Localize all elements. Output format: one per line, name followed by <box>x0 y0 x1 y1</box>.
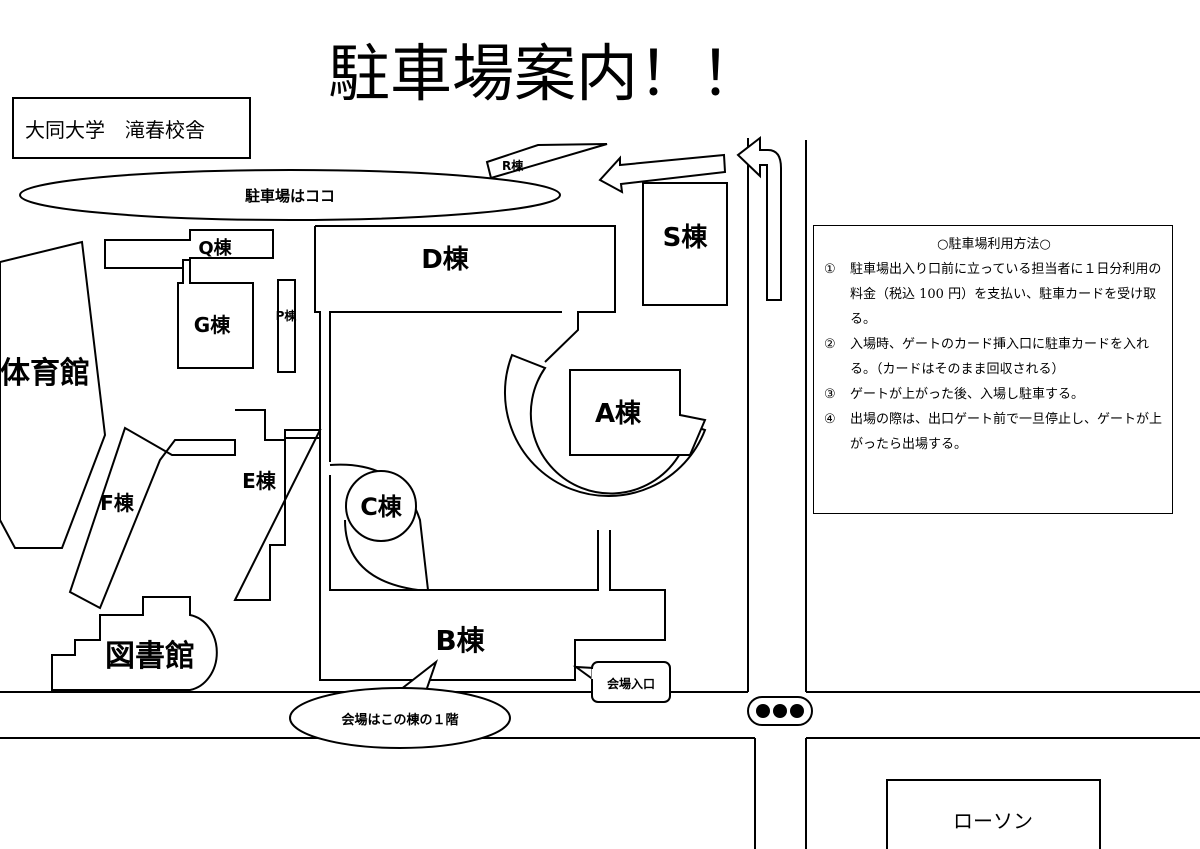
item-number: ③ <box>824 387 836 402</box>
building-s <box>642 182 728 306</box>
left-arrow-icon <box>598 153 727 194</box>
building-a-label: A棟 <box>595 399 642 429</box>
building-e <box>233 409 322 601</box>
school-name-box <box>12 97 251 159</box>
entrance-callout <box>591 661 671 703</box>
item-number: ④ <box>824 412 836 427</box>
building-r <box>485 143 608 180</box>
instruction-item: ③ ゲートが上がった後、入場し駐車する。 <box>824 382 1164 407</box>
instruction-item: ④ 出場の際は、出口ゲート前で一旦停止し、ゲートが上がったら出場する。 <box>824 407 1164 457</box>
instruction-item: ① 駐車場出入り口前に立っている担当者に１日分利用の料金（税込 100 円）を支払… <box>824 257 1164 332</box>
building-p-label: P棟 <box>276 308 298 323</box>
item-text: ゲートが上がった後、入場し駐車する。 <box>850 387 1085 402</box>
venue-callout <box>289 687 511 749</box>
building-q-label: Q棟 <box>198 237 232 259</box>
building-b-label: B棟 <box>435 624 485 657</box>
building-g-label: G棟 <box>194 313 231 337</box>
venue-callout-text: 会場はこの棟の１階 <box>341 712 458 728</box>
item-text: 駐車場出入り口前に立っている担当者に１日分利用の料金（税込 100 円）を支払い… <box>850 262 1162 327</box>
parking-area <box>19 169 561 221</box>
traffic-light-icon <box>747 696 813 726</box>
building-f-label: F棟 <box>100 491 135 515</box>
library-label: 図書館 <box>105 639 195 674</box>
instruction-item: ② 入場時、ゲートのカード挿入口に駐車カードを入れる。（カードはそのまま回収される… <box>824 332 1164 382</box>
building-f <box>68 426 236 610</box>
item-text: 入場時、ゲートのカード挿入口に駐車カードを入れる。（カードはそのまま回収される） <box>850 337 1150 377</box>
gymnasium-label: 体育館 <box>0 356 90 391</box>
building-p <box>277 279 296 373</box>
building-r-label: R棟 <box>502 158 524 173</box>
lawson-store <box>886 779 1101 849</box>
parking-label: 駐車場はココ <box>245 187 335 205</box>
instructions-title: ○駐車場利用方法○ <box>937 237 1051 252</box>
building-q <box>104 229 274 269</box>
building-c-label: C棟 <box>360 493 403 521</box>
building-c <box>345 470 417 542</box>
parking-instructions: ○駐車場利用方法○ ① 駐車場出入り口前に立っている担当者に１日分利用の料金（税込… <box>813 225 1173 514</box>
building-d-label: D棟 <box>421 245 470 275</box>
building-complex <box>314 225 666 681</box>
item-text: 出場の際は、出口ゲート前で一旦停止し、ゲートが上がったら出場する。 <box>850 412 1163 452</box>
u-turn-arrow-icon <box>736 135 782 301</box>
school-name: 大同大学 滝春校舎 <box>25 118 205 142</box>
building-s-label: S棟 <box>663 223 709 253</box>
gymnasium <box>0 240 107 549</box>
building-g <box>177 259 254 369</box>
library <box>51 596 218 691</box>
item-number: ② <box>824 337 836 352</box>
entrance-callout-text: 会場入口 <box>607 676 655 691</box>
building-e-label: E棟 <box>242 469 277 493</box>
building-a-block <box>569 369 707 456</box>
item-number: ① <box>824 262 836 277</box>
page-title: 駐車場案内！！ <box>328 37 762 110</box>
lawson-label: ローソン <box>953 809 1033 833</box>
